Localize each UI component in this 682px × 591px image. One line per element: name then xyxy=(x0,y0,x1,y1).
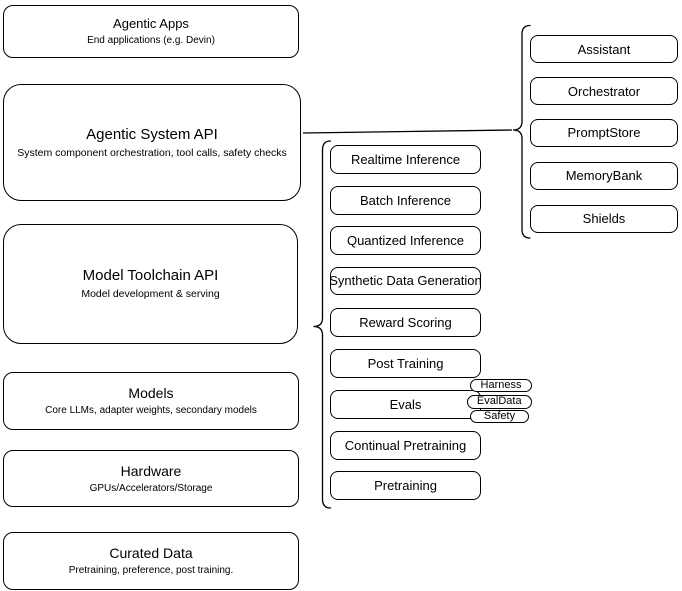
box-synthetic-data-generation: Synthetic Data Generation xyxy=(329,266,482,295)
box-batch-inference: Batch Inference xyxy=(330,186,481,215)
box-agentic-system-api: Agentic System API System component orch… xyxy=(3,84,301,201)
box-subtitle: GPUs/Accelerators/Storage xyxy=(89,482,213,494)
box-assistant: Assistant xyxy=(530,35,678,63)
box-reward-scoring: Reward Scoring xyxy=(330,308,481,337)
pill-harness: Harness xyxy=(470,378,532,392)
box-post-training: Post Training xyxy=(330,349,481,378)
box-subtitle: Model development & serving xyxy=(81,288,220,300)
box-subtitle: System component orchestration, tool cal… xyxy=(17,146,287,159)
pill-safety: Safety xyxy=(470,409,529,423)
box-title: Curated Data xyxy=(109,545,193,561)
box-shields: Shields xyxy=(530,204,678,233)
box-title: Agentic System API xyxy=(86,125,218,143)
system-components-brace xyxy=(512,24,531,239)
box-pretraining: Pretraining xyxy=(330,471,481,500)
box-quantized-inference: Quantized Inference xyxy=(330,226,481,255)
box-promptstore: PromptStore xyxy=(530,118,678,147)
box-title: Models xyxy=(128,385,174,401)
box-hardware: Hardware GPUs/Accelerators/Storage xyxy=(3,450,299,507)
box-subtitle: Pretraining, preference, post training. xyxy=(68,565,234,576)
box-subtitle: End applications (e.g. Devin) xyxy=(87,35,215,46)
box-title: Agentic Apps xyxy=(113,16,189,31)
box-continual-pretraining: Continual Pretraining xyxy=(330,431,481,460)
box-models: Models Core LLMs, adapter weights, secon… xyxy=(3,372,299,430)
box-model-toolchain-api: Model Toolchain API Model development & … xyxy=(3,224,298,344)
box-memorybank: MemoryBank xyxy=(530,161,678,190)
box-evals: Evals xyxy=(330,390,481,419)
box-orchestrator: Orchestrator xyxy=(530,77,678,105)
box-title: Model Toolchain API xyxy=(82,267,219,284)
box-agentic-apps: Agentic Apps End applications (e.g. Devi… xyxy=(3,5,299,58)
system-api-connector-line xyxy=(302,129,513,134)
box-subtitle: Core LLMs, adapter weights, secondary mo… xyxy=(45,405,257,416)
toolchain-brace xyxy=(313,140,332,509)
pill-evaldata: EvalData xyxy=(466,395,532,409)
box-realtime-inference: Realtime Inference xyxy=(330,145,481,174)
box-title: Hardware xyxy=(120,462,182,479)
box-curated-data: Curated Data Pretraining, preference, po… xyxy=(3,532,299,590)
